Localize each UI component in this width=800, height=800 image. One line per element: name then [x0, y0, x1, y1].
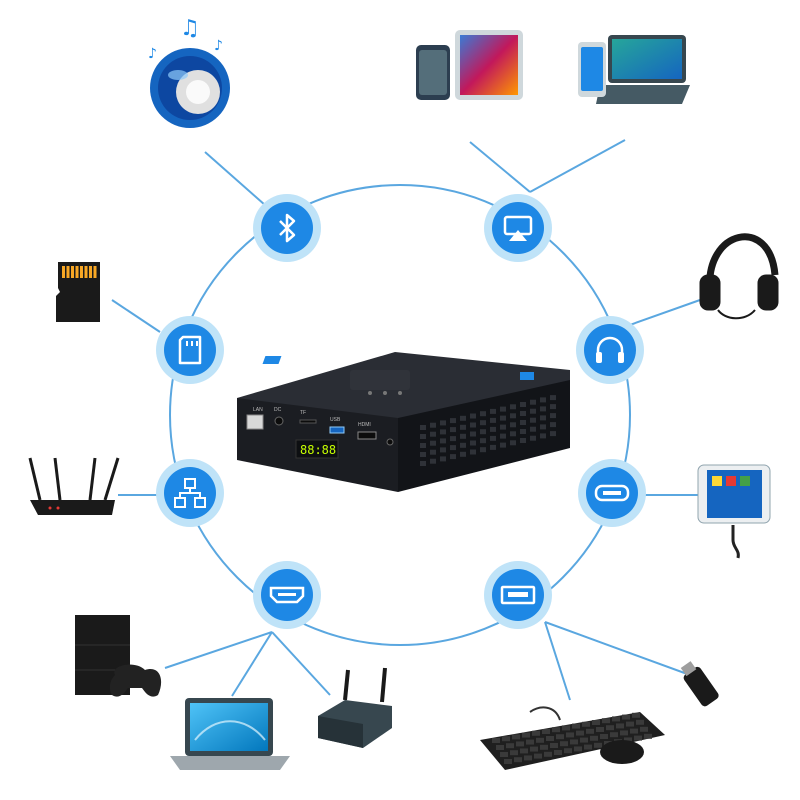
usb-dongle-peripheral [680, 661, 719, 707]
lan-port [246, 414, 264, 430]
sd-card-icon [156, 316, 224, 384]
usb-port-label: USB [330, 417, 341, 423]
phone-and-tablet-peripheral [416, 30, 523, 100]
keyboard-mouse-peripheral [480, 706, 665, 770]
hub-icon-badge [492, 202, 544, 254]
smartphone-peripheral [697, 464, 771, 559]
micro-sd-peripheral [56, 262, 100, 322]
mini-projector: LAN DC TF USB HDMI 88:88 [237, 352, 570, 492]
headphones-icon [576, 316, 644, 384]
wifi-router-peripheral [28, 457, 120, 515]
music-note-icon: ♫ [180, 16, 200, 41]
tf-card-slot [299, 419, 317, 424]
music-note-icon: ♪ [148, 46, 157, 62]
hub-icon-badge [164, 324, 216, 376]
hdmi-port-label: HDMI [358, 422, 371, 428]
usb-port [329, 426, 345, 434]
tv-box-peripheral [318, 667, 392, 748]
lan-port-label: LAN [253, 407, 263, 413]
dc-port [274, 416, 284, 426]
music-note-icon: ♪ [214, 38, 223, 54]
speaker-peripheral: ♫ ♪ ♪ [148, 16, 230, 128]
vent-grille [420, 395, 556, 466]
hdmi-icon [253, 561, 321, 629]
micro-usb-icon [578, 459, 646, 527]
game-console-peripheral [75, 615, 162, 697]
led-display: 88:88 [300, 443, 336, 457]
hdmi-port [357, 431, 377, 440]
headphones-peripheral [699, 233, 779, 320]
phone-and-laptop-tablet-peripheral [578, 35, 690, 104]
tf-card-label: TF [300, 410, 306, 416]
laptop-peripheral [170, 698, 290, 770]
hub-icon-badge [584, 324, 636, 376]
connection-ring [169, 184, 631, 646]
airplay-screen-mirror-icon [484, 194, 552, 262]
network-lan-icon [156, 459, 224, 527]
usb-icon [484, 561, 552, 629]
bluetooth-icon [253, 194, 321, 262]
dc-port-label: DC [274, 407, 282, 413]
